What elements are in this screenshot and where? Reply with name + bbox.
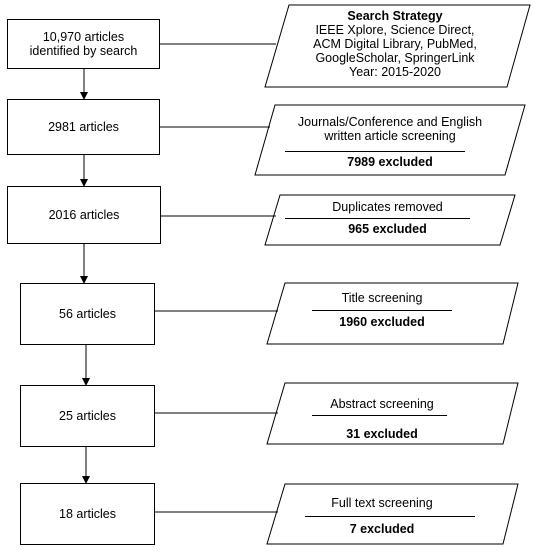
exclusion-journals: Journals/Conference and English written … [297, 115, 483, 143]
excluded-count-5: 7 excluded [349, 522, 415, 536]
search-strategy-shape [264, 4, 531, 88]
exclusion-shape-4 [266, 382, 519, 445]
exclusion-fulltext: Full text screening [331, 496, 433, 510]
excluded-count-3: 1960 excluded [339, 315, 425, 329]
exclusion-duplicates: Duplicates removed [332, 200, 443, 214]
search-strategy: Search Strategy IEEE Xplore, Science Dir… [270, 9, 520, 79]
exclusion-shape-2 [264, 194, 516, 246]
exclusion-shape-3 [266, 282, 519, 345]
exclusion-shape-1 [254, 104, 526, 176]
stage-25: 25 articles [20, 385, 155, 447]
exclusion-title: Title screening [341, 291, 423, 305]
separator-3 [312, 310, 452, 311]
exclusion-shape-5 [266, 483, 519, 545]
separator-1 [285, 151, 465, 152]
stage-56: 56 articles [20, 283, 155, 345]
separator-5 [305, 516, 475, 517]
separator-4 [312, 415, 447, 416]
stage-18: 18 articles [20, 483, 155, 545]
excluded-count-4: 31 excluded [346, 427, 418, 441]
excluded-count-2: 965 excluded [348, 222, 427, 236]
stage-2016: 2016 articles [7, 186, 161, 244]
separator-2 [285, 218, 470, 219]
search-strategy-title: Search Strategy [347, 9, 443, 23]
stage-2981: 2981 articles [7, 99, 160, 155]
excluded-count-1: 7989 excluded [347, 155, 433, 169]
exclusion-abstract: Abstract screening [330, 397, 434, 411]
